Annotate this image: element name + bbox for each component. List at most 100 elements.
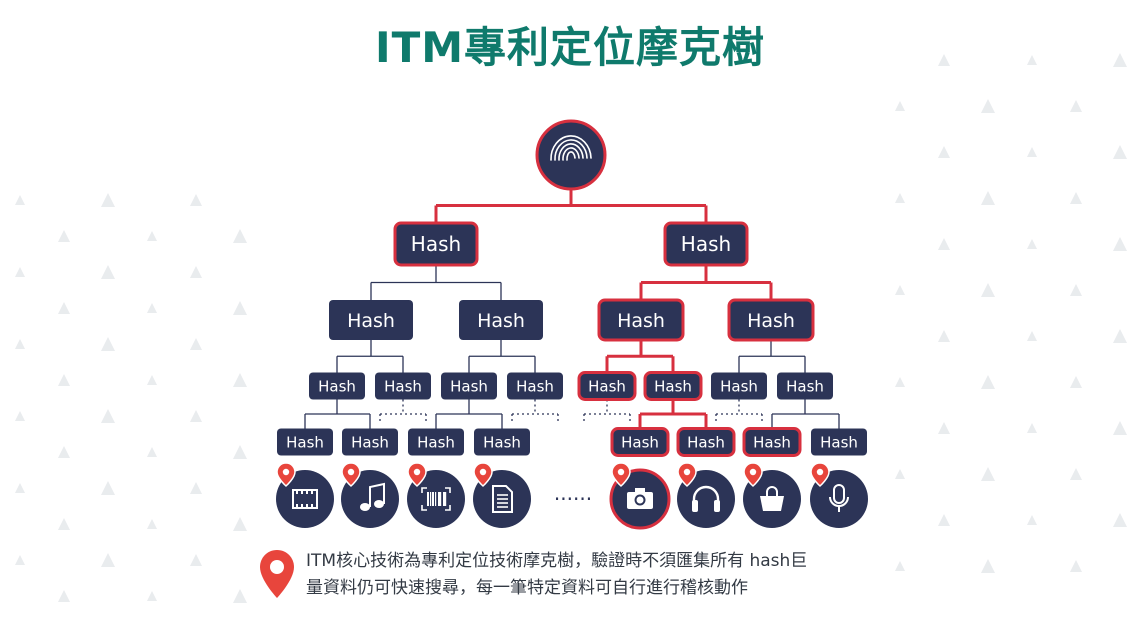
hash-node-label: Hash [516, 377, 554, 395]
hash-node-box [375, 372, 431, 400]
hash-node-box [474, 428, 530, 456]
hash-node-level4: Hash [408, 428, 464, 456]
leaf-circle [810, 470, 868, 528]
hash-node-label: Hash [720, 377, 758, 395]
hash-node-level2: Hash [727, 298, 815, 342]
document-icon [492, 485, 513, 513]
hash-node-level4: Hash [277, 428, 333, 456]
camera-icon [627, 488, 653, 509]
ellipsis-text: ...... [554, 481, 592, 505]
decor-triangle [233, 373, 247, 387]
location-pin-icon [260, 550, 294, 598]
hash-node-level3: Hash [643, 371, 703, 401]
hash-node-level4: Hash [610, 427, 670, 457]
decor-triangle [58, 230, 70, 242]
decor-triangle [981, 559, 995, 573]
hash-node-level1: Hash [393, 221, 479, 267]
decor-triangle [58, 446, 70, 458]
hash-node-level3: Hash [777, 372, 833, 400]
hash-node-box [610, 427, 670, 457]
hash-node-label: Hash [351, 433, 389, 451]
page-title: ITM專利定位摩克樹 [374, 23, 766, 72]
decor-triangle [981, 99, 995, 113]
decor-triangle [1113, 513, 1127, 527]
hash-node-level3: Hash [507, 372, 563, 400]
decor-triangle [1027, 147, 1037, 157]
decor-triangle [15, 411, 25, 421]
hash-node-label: Hash [347, 310, 395, 332]
hash-node-box [459, 300, 543, 340]
leaf-data-node [407, 470, 465, 528]
decor-triangle [190, 338, 202, 350]
hash-node-level4: Hash [742, 427, 802, 457]
hash-node-box [408, 428, 464, 456]
decor-triangle [101, 553, 115, 567]
decor-triangle [938, 422, 950, 434]
decor-triangle [1070, 468, 1082, 480]
hash-node-box [742, 427, 802, 457]
decor-triangle [58, 518, 70, 530]
hash-node-label: Hash [588, 377, 626, 395]
decor-triangle [1070, 376, 1082, 388]
leaf-data-node [341, 470, 399, 528]
hash-node-level1: Hash [663, 221, 749, 267]
leaf-data-node [677, 470, 735, 528]
root-node-circle [535, 119, 607, 191]
hash-node-level3: Hash [375, 372, 431, 400]
decor-triangle [1027, 55, 1037, 65]
decor-triangle [190, 554, 202, 566]
hash-node-level4: Hash [811, 428, 867, 456]
hash-node-level2: Hash [597, 298, 685, 342]
decor-triangle [1027, 423, 1037, 433]
decor-triangle [938, 146, 950, 158]
hash-node-level3: Hash [441, 372, 497, 400]
caption-line-2: 量資料仍可快速搜尋，每一筆特定資料可自行進行稽核動作 [306, 578, 748, 598]
decor-triangle [233, 229, 247, 243]
decor-triangle [938, 54, 950, 66]
decor-triangle [938, 238, 950, 250]
decor-triangle [147, 303, 157, 313]
hash-node-box [441, 372, 497, 400]
caption-line-1: ITM核心技術為專利定位技術摩克樹，驗證時不須匯集所有 hash巨 [306, 551, 808, 571]
decor-triangle [190, 194, 202, 206]
hash-node-box [727, 298, 815, 342]
hash-node-level2: Hash [459, 300, 543, 340]
fingerprint-icon [550, 135, 592, 161]
decor-triangle [101, 481, 115, 495]
hash-node-label: Hash [753, 433, 791, 451]
decor-triangle [58, 302, 70, 314]
leaf-circle [276, 470, 334, 528]
decor-triangle [233, 445, 247, 459]
leaf-data-node [276, 470, 334, 528]
caption-block: ITM核心技術為專利定位技術摩克樹，驗證時不須匯集所有 hash巨 量資料仍可快… [258, 548, 898, 602]
leaf-circle [677, 470, 735, 528]
decor-triangle [981, 191, 995, 205]
decor-triangle [101, 265, 115, 279]
hash-node-level3: Hash [711, 372, 767, 400]
hash-node-box [676, 427, 736, 457]
decor-triangle [895, 377, 905, 387]
decor-triangle [895, 561, 905, 571]
decor-triangle [938, 330, 950, 342]
decor-triangle [981, 375, 995, 389]
decor-triangle [15, 267, 25, 277]
location-pin-icon [407, 462, 427, 488]
decor-triangle [15, 483, 25, 493]
hash-node-label: Hash [477, 310, 525, 332]
barcode-icon [421, 487, 451, 511]
decor-triangle [938, 514, 950, 526]
leaf-data-node [743, 470, 801, 528]
location-pin-icon [341, 462, 361, 488]
hash-node-label: Hash [417, 433, 455, 451]
decor-triangle [1113, 145, 1127, 159]
decor-triangle [101, 193, 115, 207]
decor-triangle [1113, 421, 1127, 435]
film-icon [292, 489, 318, 509]
headphones-icon [692, 485, 720, 512]
hash-node-label: Hash [450, 377, 488, 395]
hash-node-box [329, 300, 413, 340]
hash-node-label: Hash [687, 433, 725, 451]
decor-triangle [15, 195, 25, 205]
